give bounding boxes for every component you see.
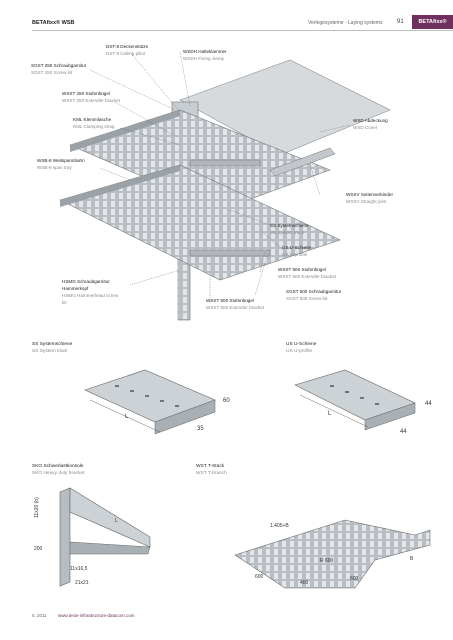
system-track-drawing: L 60 35 [84,369,230,435]
footer: 5. 2011 www.tesin-infrastructure-datacom… [32,613,134,618]
sko-slot-label: 11x16,5 [70,566,88,572]
wst-dim1-label: 600 [255,574,264,580]
us-width-label: 44 [400,429,407,435]
straight-joint [269,147,336,177]
t-branch-drawing: 1.405+B R 600 B 600 400 600 [234,519,431,589]
wst-b-label: B [410,556,414,562]
wst-dim3-label: 600 [350,576,359,582]
us-length-label: L [328,411,332,417]
sko-length-label: L [115,518,118,524]
sko-holes-label: 11x20 (b) [34,497,40,518]
sko-height-label: 200 [34,546,43,552]
page-number: 91 [397,19,404,25]
ss-length-label: L [125,414,129,420]
product-title: BETAfixx® WSB [32,20,75,26]
sko-bottom-label: 21x21 [75,580,89,586]
wst-radius-label: R 600 [320,558,334,564]
brand-logo: BETAfixx® [412,15,453,29]
section-title: Verlegesysteme - Laying systems [308,20,383,26]
footer-edition: 5. 2011 [32,613,47,618]
us-height-label: 44 [425,401,432,407]
heavy-duty-bracket-drawing: 11x20 (b) 200 L 11x16,5 21x21 [34,487,151,587]
ss-height-label: 60 [223,398,230,404]
wst-dim2-label: 400 [300,580,309,586]
ss-width-label: 35 [197,426,204,432]
footer-url[interactable]: www.tesin-infrastructure-datacom.com [57,613,135,618]
cable-tray-system-illustration [59,51,391,321]
header-divider [32,30,453,31]
u-profile-drawing: L 44 44 [294,369,432,435]
wst-width-label: 1.405+B [270,523,289,529]
